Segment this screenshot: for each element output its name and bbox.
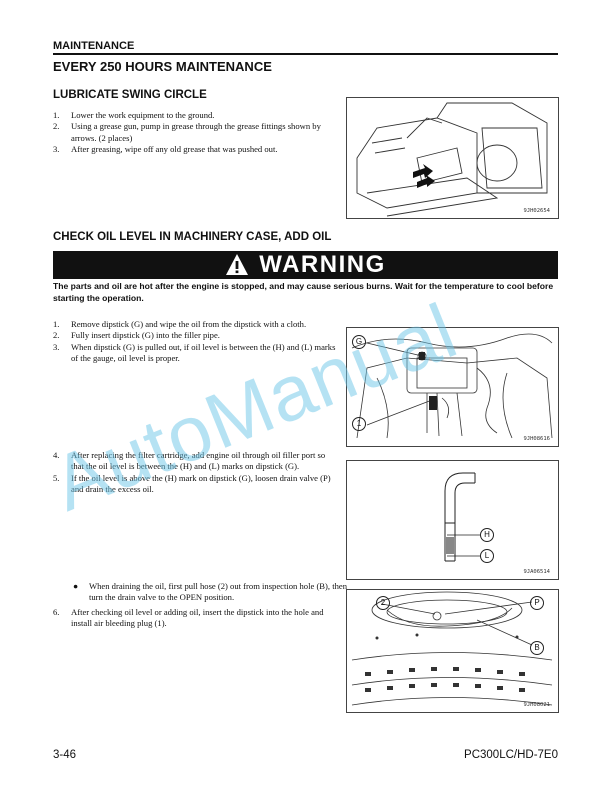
figure-code: 9JA06514 — [523, 569, 551, 575]
swing-circle-figure: 9JH02654 — [346, 97, 559, 219]
warning-icon — [226, 254, 249, 275]
swing-heading: LUBRICATE SWING CIRCLE — [53, 89, 207, 101]
figure-code: 9JH08021 — [523, 702, 551, 708]
model-number: PC300LC/HD-7E0 — [464, 749, 558, 761]
callout-b: B — [530, 641, 544, 655]
warning-text: The parts and oil are hot after the engi… — [53, 281, 554, 303]
list-item: 3.When dipstick (G) is pulled out, if oi… — [53, 341, 336, 364]
list-item: 1.Lower the work equipment to the ground… — [53, 110, 215, 120]
warning-banner: WARNING — [53, 251, 558, 279]
warning-label: WARNING — [259, 251, 386, 278]
oil-step-6: 6.After checking oil level or adding oil… — [53, 607, 337, 630]
machinery-case-illustration — [351, 333, 553, 439]
section-label: MAINTENANCE — [53, 40, 135, 52]
page-title: EVERY 250 HOURS MAINTENANCE — [53, 59, 272, 74]
callout-g: G — [352, 335, 366, 349]
excavator-cab-illustration — [356, 102, 548, 217]
figure-code: 9JH02654 — [523, 208, 551, 214]
callout-2: 2 — [376, 596, 390, 610]
bullet-icon: ● — [73, 581, 79, 591]
dipstick-gauge-figure: H L 9JA06514 — [346, 460, 559, 580]
figure-code: 9JH08616 — [523, 436, 551, 442]
callout-1: 1 — [352, 417, 366, 431]
list-item: 2.Fully insert dipstick (G) into the fil… — [53, 330, 220, 341]
inspection-hole-illustration — [351, 591, 553, 706]
oil-heading: CHECK OIL LEVEL IN MACHINERY CASE, ADD O… — [53, 231, 332, 243]
dipstick-location-figure: G 1 9JH08616 — [346, 327, 559, 447]
list-item: 2.Using a grease gun, pump in grease thr… — [53, 121, 321, 143]
dipstick-illustration — [444, 472, 481, 562]
page-number: 3-46 — [53, 749, 77, 761]
list-item: 3.After greasing, wipe off any old greas… — [53, 144, 278, 155]
list-item: 5.If the oil level is above the (H) mark… — [53, 472, 331, 495]
oil-steps-b: 4.After replacing the filter cartridge, … — [53, 450, 337, 496]
callout-l: L — [480, 549, 494, 563]
list-item: 1.Remove dipstick (G) and wipe the oil f… — [53, 319, 307, 329]
oil-steps-a: 1.Remove dipstick (G) and wipe the oil f… — [53, 319, 337, 365]
list-item: 6.After checking oil level or adding oil… — [53, 607, 324, 629]
note-bullet: ● When draining the oil, first pull hose… — [73, 581, 347, 603]
callout-p: P — [530, 596, 544, 610]
list-item: 4.After replacing the filter cartridge, … — [53, 450, 326, 472]
drain-valve-figure: 2 P B 9JH08021 — [346, 589, 559, 713]
swing-steps: 1.Lower the work equipment to the ground… — [53, 110, 337, 156]
callout-h: H — [480, 528, 494, 542]
header-rule — [53, 53, 558, 55]
